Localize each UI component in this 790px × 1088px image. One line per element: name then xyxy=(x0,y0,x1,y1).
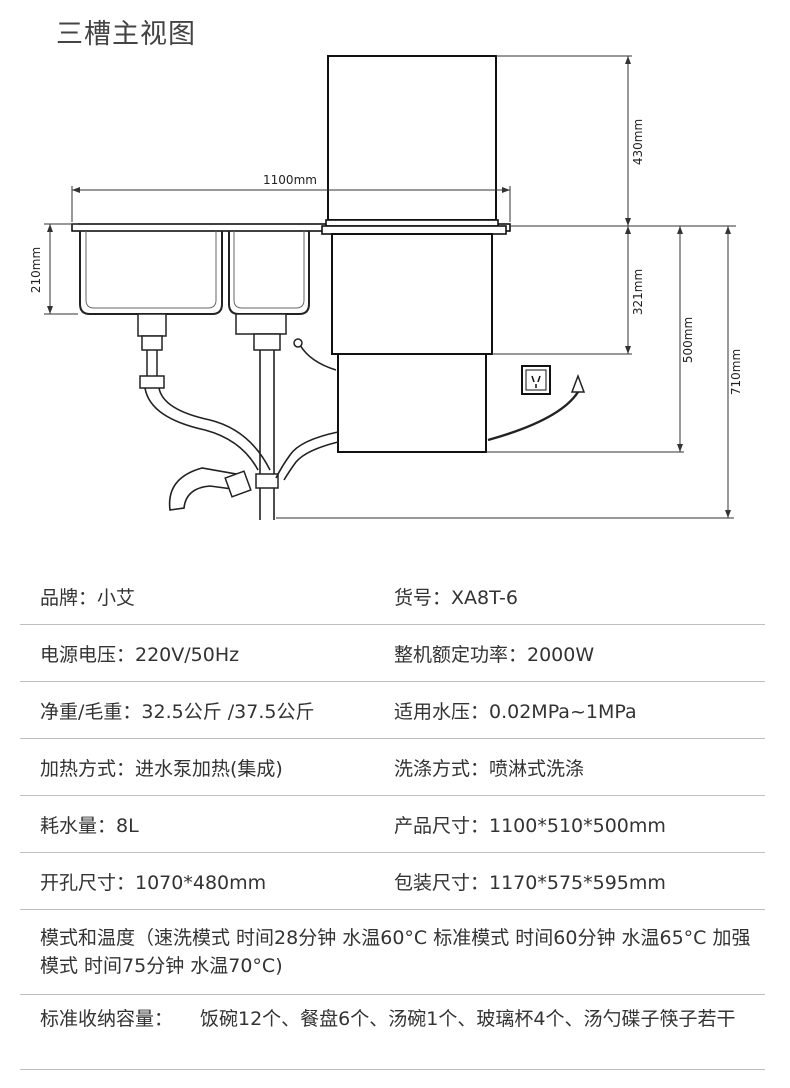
spec-capacity-label: 标准收纳容量： xyxy=(40,1008,174,1030)
dishwasher-upper-box xyxy=(327,55,497,221)
spec-capacity-value: 饭碗12个、餐盘6个、汤碗1个、玻璃杯4个、汤勺碟子筷子若干 xyxy=(200,1008,736,1030)
spec-product-size: 产品尺寸：1100*510*500mm xyxy=(394,814,666,837)
spec-row-modes: 模式和温度（速洗模式 时间28分钟 水温60°C 标准模式 时间60分钟 水温6… xyxy=(20,910,765,995)
lower-height-label: 321mm xyxy=(631,269,645,315)
spec-washing: 洗涤方式：喷淋式洗涤 xyxy=(394,757,585,780)
spec-row: 品牌：小艾 货号：XA8T-6 xyxy=(20,568,765,625)
spec-power: 整机额定功率：2000W xyxy=(394,643,595,666)
countertop xyxy=(71,223,511,232)
body-height-dimension: 500mm xyxy=(486,226,695,453)
dishwasher-body xyxy=(331,233,493,355)
dishwasher-base xyxy=(337,353,487,453)
middle-drain xyxy=(235,313,287,335)
left-sink-bowl xyxy=(79,231,223,315)
lower-height-dimension: 321mm xyxy=(492,225,736,355)
upper-height-label: 430mm xyxy=(631,119,645,165)
power-cable xyxy=(487,391,580,442)
total-height-dimension: 710mm xyxy=(276,226,743,519)
spec-heating: 加热方式：进水泵加热(集成) xyxy=(40,757,283,780)
spec-voltage: 电源电压：220V/50Hz xyxy=(40,643,240,666)
spec-package-size: 包装尺寸：1170*575*595mm xyxy=(394,871,666,894)
spec-model: 货号：XA8T-6 xyxy=(394,586,518,609)
spec-cutout-size: 开孔尺寸：1070*480mm xyxy=(40,871,267,894)
upper-height-dimension: 430mm xyxy=(496,55,645,226)
middle-sink-bowl xyxy=(228,231,310,315)
sink-depth-dimension: 210mm xyxy=(29,223,78,315)
page-title: 三槽主视图 xyxy=(56,19,196,50)
spec-weight: 净重/毛重：32.5公斤 /37.5公斤 xyxy=(40,700,315,723)
front-view-drawing: 1100mm 210mm 430mm 321mm 500mm xyxy=(29,55,743,520)
total-height-label: 710mm xyxy=(729,349,743,395)
spec-row: 净重/毛重：32.5公斤 /37.5公斤 适用水压：0.02MPa~1MPa xyxy=(20,682,765,739)
spec-table: 品牌：小艾 货号：XA8T-6 电源电压：220V/50Hz 整机额定功率：20… xyxy=(20,568,765,1070)
spec-row: 电源电压：220V/50Hz 整机额定功率：2000W xyxy=(20,625,765,682)
spec-water-use: 耗水量：8L xyxy=(40,814,139,837)
spec-row: 开孔尺寸：1070*480mm 包装尺寸：1170*575*595mm xyxy=(20,853,765,910)
left-drain-hose xyxy=(144,387,259,471)
spec-row: 耗水量：8L 产品尺寸：1100*510*500mm xyxy=(20,796,765,853)
spec-row-capacity: 标准收纳容量： 饭碗12个、餐盘6个、汤碗1个、玻璃杯4个、汤勺碟子筷子若干 xyxy=(20,995,765,1070)
spec-water-pressure: 适用水压：0.02MPa~1MPa xyxy=(394,700,637,723)
spec-modes: 模式和温度（速洗模式 时间28分钟 水温60°C 标准模式 时间60分钟 水温6… xyxy=(40,927,751,977)
power-outlet-icon xyxy=(521,365,551,395)
left-drain xyxy=(137,313,167,337)
width-dimension: 1100mm xyxy=(71,173,511,222)
width-dimension-label: 1100mm xyxy=(263,173,317,187)
dishwasher-drain-hose xyxy=(275,431,339,479)
body-height-label: 500mm xyxy=(681,317,695,363)
spec-row: 加热方式：进水泵加热(集成) 洗涤方式：喷淋式洗涤 xyxy=(20,739,765,796)
spec-brand: 品牌：小艾 xyxy=(40,586,136,609)
sink-depth-label: 210mm xyxy=(29,247,43,293)
